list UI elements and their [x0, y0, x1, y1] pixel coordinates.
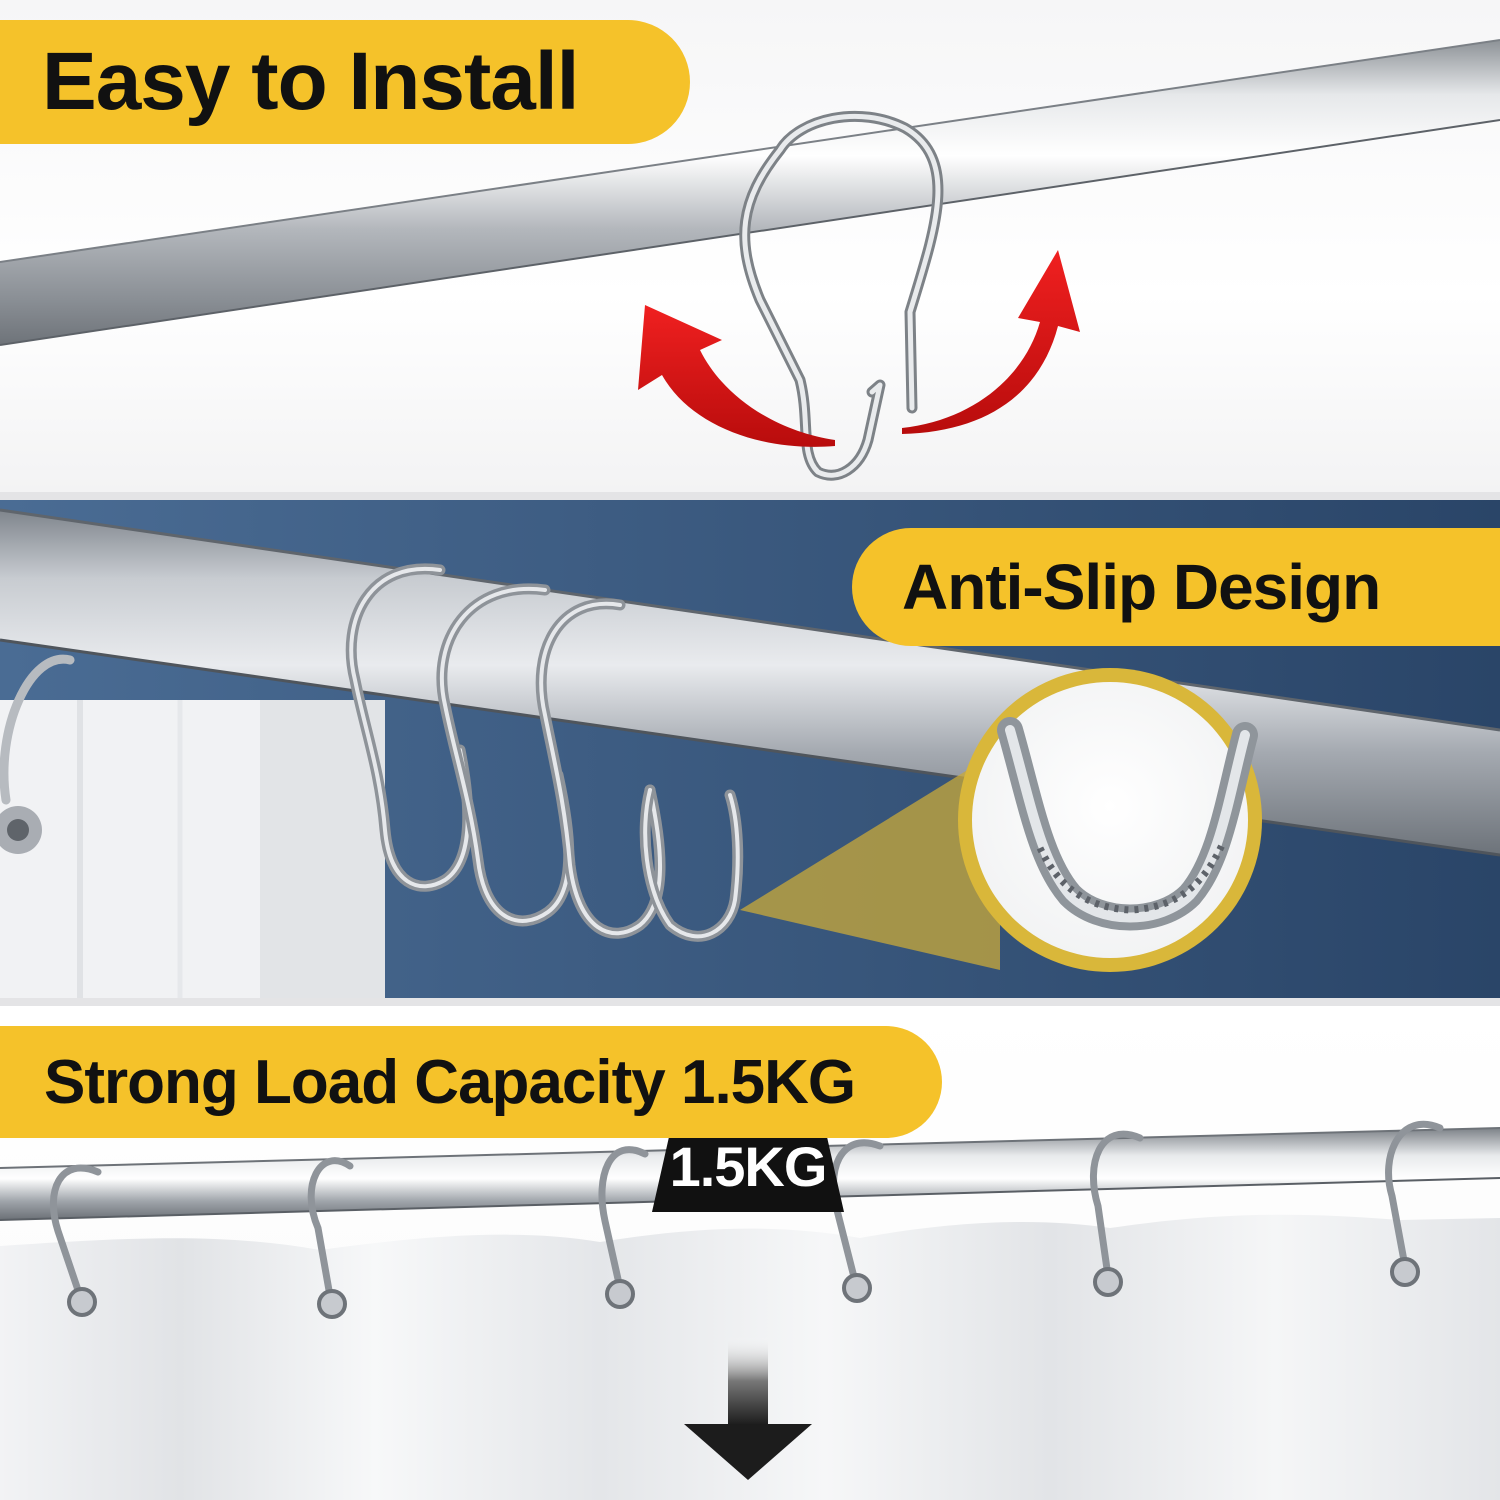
- hook-group: [345, 563, 744, 942]
- panel-anti-slip: Anti-Slip Design: [0, 500, 1500, 998]
- shower-curtain: [0, 654, 385, 998]
- anti-slip-illustration: [0, 500, 1500, 998]
- section-divider: [0, 492, 1500, 500]
- curtain-grommet-row: [67, 1257, 1420, 1319]
- anti-slip-zoom-callout: [740, 668, 1262, 972]
- headline-easy-install: Easy to Install: [0, 20, 690, 144]
- section-divider: [0, 998, 1500, 1006]
- curved-red-arrow-icon: [638, 305, 835, 447]
- headline-anti-slip: Anti-Slip Design: [852, 528, 1500, 646]
- curved-red-arrow-icon: [902, 250, 1080, 434]
- headline-load-capacity: Strong Load Capacity 1.5KG: [0, 1026, 942, 1138]
- install-illustration: [0, 39, 1500, 481]
- panel-load-capacity: 1.5KG Strong Load Capacity 1.5KG: [0, 1006, 1500, 1500]
- weight-badge-label: 1.5KG: [670, 1135, 827, 1198]
- arrow-down-icon: [684, 1336, 812, 1480]
- shower-hook: [739, 110, 944, 481]
- panel-easy-install: Easy to Install: [0, 0, 1500, 492]
